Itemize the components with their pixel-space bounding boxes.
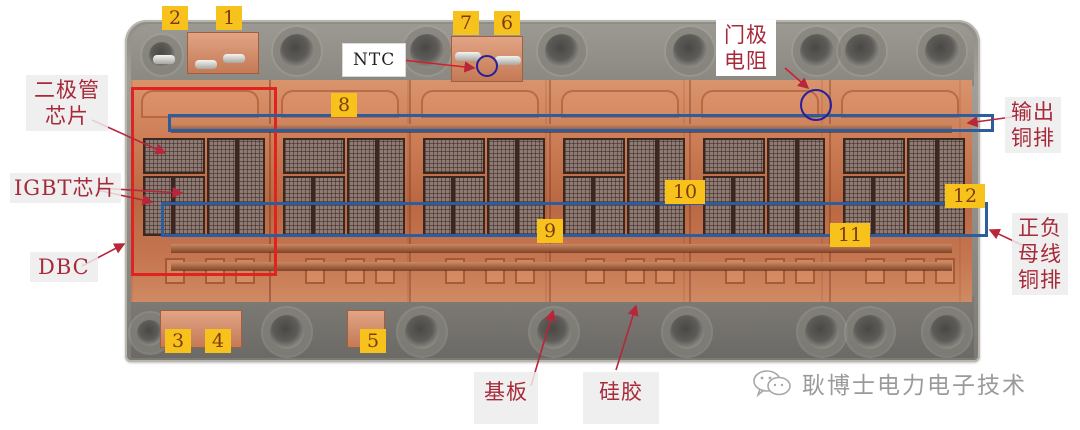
tag-9: 9 — [537, 219, 563, 243]
tag-6: 6 — [494, 11, 520, 35]
tag-2: 2 — [162, 6, 188, 30]
mounting-hole — [545, 34, 579, 68]
tag-1: 1 — [216, 6, 242, 30]
terminal-tab — [223, 54, 245, 63]
mounting-hole — [673, 34, 707, 68]
dbc-cell — [411, 80, 551, 302]
callout-diode-chip-line1: 二极管 — [34, 78, 100, 102]
tag-11: 11 — [830, 223, 870, 247]
callout-dc-busbar-line2: 母线 — [1018, 242, 1062, 266]
igbt-chip — [207, 138, 237, 236]
callout-output-busbar-line1: 输出 — [1011, 100, 1055, 124]
callout-output-busbar-line2: 铜排 — [1011, 126, 1055, 150]
tag-8: 8 — [331, 93, 357, 117]
dbc-cell — [691, 80, 831, 302]
dbc-cell — [831, 80, 969, 302]
callout-igbt-chip: IGBT芯片 — [10, 173, 121, 203]
igbt-chip — [237, 138, 265, 236]
terminal-tab — [495, 56, 521, 65]
terminal-tab — [195, 60, 217, 69]
mounting-hole — [805, 315, 839, 349]
ntc-highlight-circle — [476, 55, 498, 77]
mounting-hole — [537, 315, 571, 349]
callout-output-busbar: 输出 铜排 — [1005, 97, 1061, 153]
callout-dbc: DBC — [30, 252, 98, 282]
dbc-substrate-area — [131, 80, 972, 302]
mounting-hole — [410, 34, 444, 68]
tag-4: 4 — [205, 329, 231, 353]
callout-dc-busbar-line1: 正负 — [1018, 216, 1062, 240]
mounting-hole — [137, 320, 163, 346]
dc-busbar-highlight — [161, 202, 988, 237]
callout-gate-resistor-line2: 电阻 — [724, 49, 768, 73]
tag-7: 7 — [453, 11, 479, 35]
mounting-hole — [405, 315, 439, 349]
mounting-hole — [845, 34, 879, 68]
callout-gate-resistor: 门极 电阻 — [716, 20, 776, 76]
callout-silicone-gel: 硅胶 — [583, 372, 659, 424]
negative-busbar — [171, 262, 952, 270]
mounting-hole — [280, 34, 314, 68]
mounting-hole — [925, 34, 959, 68]
output-busbar-highlight — [168, 114, 994, 132]
mounting-hole — [670, 315, 704, 349]
watermark: 耿博士电力电子技术 — [752, 367, 1027, 399]
tag-10: 10 — [665, 180, 705, 204]
callout-dc-busbar-line3: 铜排 — [1018, 268, 1062, 292]
mounting-hole — [270, 315, 304, 349]
callout-baseplate: 基板 — [474, 372, 538, 424]
dbc-highlight-box — [131, 87, 277, 276]
mounting-hole — [800, 34, 834, 68]
tag-5: 5 — [360, 329, 386, 353]
positive-busbar — [171, 244, 952, 252]
mounting-hole — [930, 315, 964, 349]
watermark-text: 耿博士电力电子技术 — [802, 373, 1027, 399]
igbt-chip — [173, 176, 205, 236]
output-copper-busbar — [171, 124, 952, 132]
tag-12: 12 — [945, 184, 985, 208]
terminal-tab — [153, 55, 175, 64]
callout-diode-chip: 二极管 芯片 — [26, 75, 108, 131]
wechat-icon — [753, 370, 791, 398]
mounting-hole — [853, 315, 887, 349]
terminal-tab — [455, 52, 481, 61]
callout-dc-busbar: 正负 母线 铜排 — [1012, 213, 1068, 295]
callout-gate-resistor-line1: 门极 — [724, 23, 768, 47]
callout-ntc: NTC — [342, 43, 407, 77]
tag-3: 3 — [165, 329, 191, 353]
diode-chip — [143, 138, 205, 174]
callout-diode-chip-line2: 芯片 — [45, 104, 89, 128]
gate-resistor-highlight-circle — [800, 89, 832, 121]
igbt-module-photo — [125, 20, 980, 362]
